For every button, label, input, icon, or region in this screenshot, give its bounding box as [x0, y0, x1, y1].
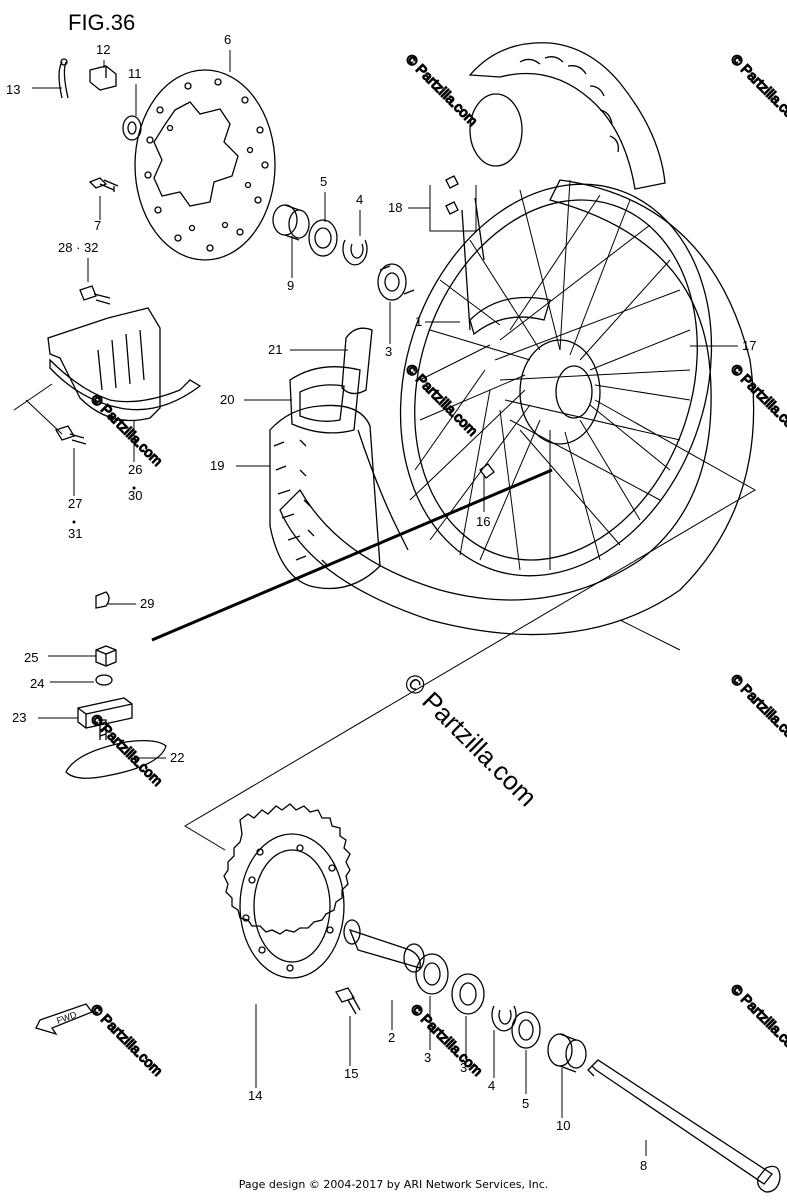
watermark-small: © Partzilla.com: [728, 671, 787, 749]
brake-disc: [134, 69, 276, 261]
washer: [122, 115, 142, 141]
callout-11: 11: [128, 66, 142, 81]
bearing-lower-1: [415, 953, 449, 995]
page-footer: Page design © 2004-2017 by ARI Network S…: [238, 1178, 549, 1191]
callout-3a: 3: [385, 344, 392, 359]
callout-16: 16: [476, 514, 490, 529]
callout-separator-dot: [132, 486, 136, 490]
callout-31: 31: [68, 526, 82, 541]
fwd-arrow-icon: FWD: [35, 1003, 94, 1036]
callout-2: 2: [388, 1030, 395, 1045]
rear-wheel: [279, 42, 755, 636]
spacer-upper: [272, 204, 310, 241]
assembly-lines: [13, 383, 757, 851]
callout-7: 7: [94, 218, 101, 233]
rim-lock-block: [77, 697, 133, 729]
callout-30: 30: [128, 488, 142, 503]
fwd-label: FWD: [55, 1009, 78, 1026]
inner-tube: [289, 366, 361, 434]
callout-6: 6: [224, 32, 231, 47]
rim-lock-washer: [95, 674, 113, 686]
circlip-upper: [342, 239, 368, 266]
guard-bolt: [79, 285, 111, 305]
castle-nut: [89, 65, 117, 91]
callout-20: 20: [220, 392, 234, 407]
rear-sprocket: [223, 803, 351, 979]
callout-13: 13: [6, 82, 20, 97]
rear-axle: [587, 1059, 781, 1193]
callout-26: 26: [128, 462, 142, 477]
watermark-small: © Partzilla.com: [728, 361, 787, 439]
bearing-upper-2: [377, 263, 415, 301]
bearing-lower-3: [511, 1011, 541, 1049]
sprocket-bolt: [335, 987, 361, 1015]
brake-disc-guard: [47, 307, 202, 422]
tire: [269, 404, 409, 590]
callout-23: 23: [12, 710, 26, 725]
bearing-upper: [308, 219, 338, 257]
callout-separator-dot: [72, 520, 76, 524]
rim-lock-nut: [95, 645, 117, 667]
rim-band: [341, 327, 373, 395]
axle-spacer: [547, 1033, 587, 1073]
callout-21: 21: [268, 342, 282, 357]
watermark-small: © Partzilla.com: [88, 1001, 166, 1079]
figure-title: FIG.36: [68, 10, 135, 35]
guard-bolt-lower: [55, 425, 87, 445]
callout-1: 1: [415, 314, 422, 329]
watermark-small: © Partzilla.com: [728, 981, 787, 1059]
callout-8: 8: [640, 1158, 647, 1173]
hub-spacer: [343, 919, 425, 973]
callout-15: 15: [344, 1066, 358, 1081]
disc-bolt: [88, 177, 119, 192]
callout-17: 17: [742, 338, 756, 353]
watermark-small: © Partzilla.com: [728, 51, 787, 129]
bearing-lower-2: [451, 973, 485, 1015]
callout-18: 18: [388, 200, 402, 215]
callout-4b: 4: [488, 1078, 495, 1093]
callout-19: 19: [210, 458, 224, 473]
callout-4a: 4: [356, 192, 363, 207]
callout-22: 22: [170, 750, 184, 765]
callout-28-32: 28 · 32: [58, 240, 98, 255]
watermark-main: © Partzilla.com: [398, 667, 543, 812]
callout-5b: 5: [522, 1096, 529, 1111]
callout-14: 14: [248, 1088, 262, 1103]
callout-27: 27: [68, 496, 82, 511]
callout-5a: 5: [320, 174, 327, 189]
callout-3c: 3: [460, 1060, 467, 1075]
callout-12: 12: [96, 42, 110, 57]
cotter-pin: [58, 58, 69, 99]
valve-cap: [429, 175, 477, 232]
callout-24: 24: [30, 676, 44, 691]
watermark-small: © Partzilla.com: [403, 51, 481, 129]
callout-3b: 3: [424, 1050, 431, 1065]
callout-9: 9: [287, 278, 294, 293]
callout-10: 10: [556, 1118, 570, 1133]
circlip-lower: [491, 1005, 517, 1032]
callout-25: 25: [24, 650, 38, 665]
valve-nut: [95, 591, 110, 609]
rim-lock: [65, 719, 167, 779]
callout-29: 29: [140, 596, 154, 611]
